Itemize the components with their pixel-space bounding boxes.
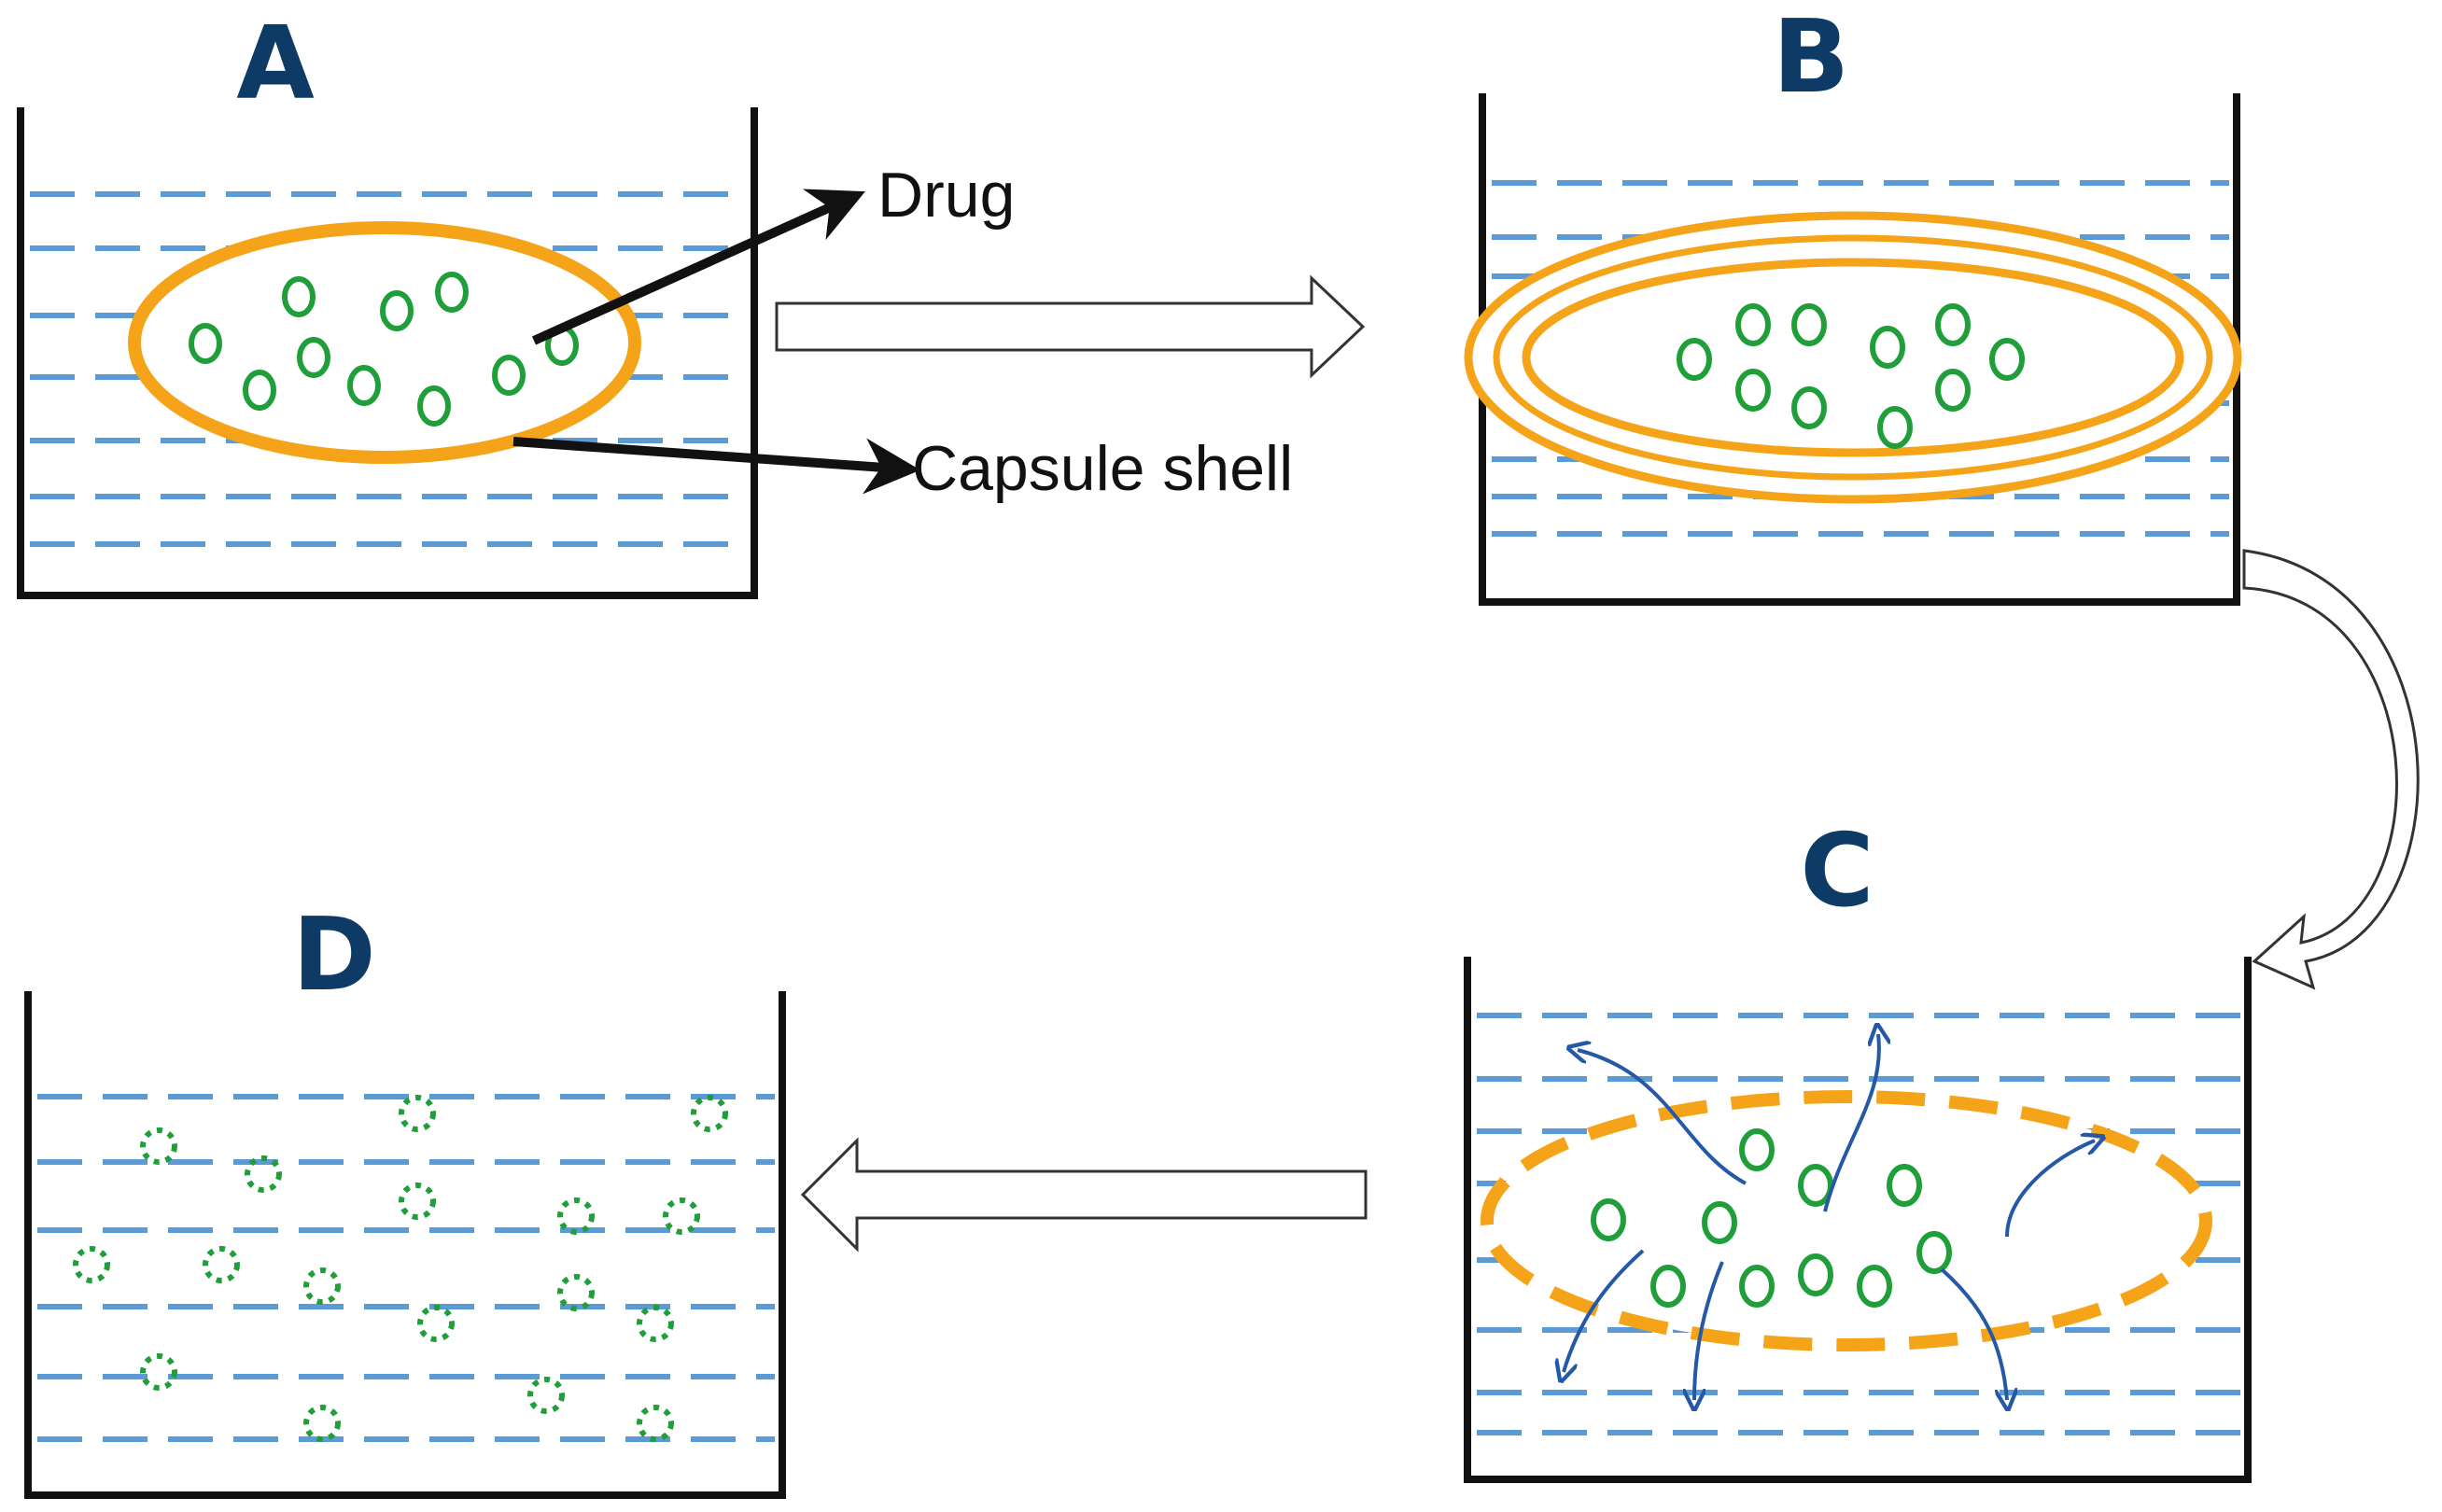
panel-c-drug-particles (1591, 1128, 1952, 1308)
panel-d-dissolved-drug (73, 1095, 728, 1442)
capsule-shell-pointer-arrow (512, 437, 920, 495)
panel-d: D (24, 897, 786, 1499)
panel-b-swollen-capsule-shell (1464, 211, 2242, 504)
panel-a: A Drug Capsule shell (17, 6, 1293, 599)
panel-c-letter: C (1800, 813, 1874, 930)
capsule-shell-label: Capsule shell (912, 433, 1293, 504)
panel-c: C (1464, 813, 2252, 1483)
arrow-c-to-d (800, 1137, 1368, 1253)
panel-b-letter: B (1773, 0, 1849, 116)
panel-d-water (37, 1094, 775, 1442)
panel-c-beaker (1464, 957, 2252, 1483)
panel-a-capsule-shell (128, 221, 641, 464)
panel-b-drug-particles (1677, 303, 2025, 449)
panel-a-letter: A (236, 6, 315, 122)
drug-pointer-arrow (531, 189, 865, 345)
panel-b: B (1464, 0, 2242, 606)
panel-d-beaker (24, 991, 786, 1499)
panel-d-letter: D (292, 897, 376, 1014)
drug-label: Drug (877, 160, 1015, 231)
panel-a-drug-particles (189, 272, 579, 427)
arrow-b-to-c (2242, 549, 2420, 990)
arrow-a-to-b (775, 274, 1366, 379)
panel-a-beaker (17, 107, 758, 599)
panel-c-dissolving-capsule-shell (1481, 1090, 2212, 1351)
panel-c-release-arrows (1564, 1034, 2095, 1400)
